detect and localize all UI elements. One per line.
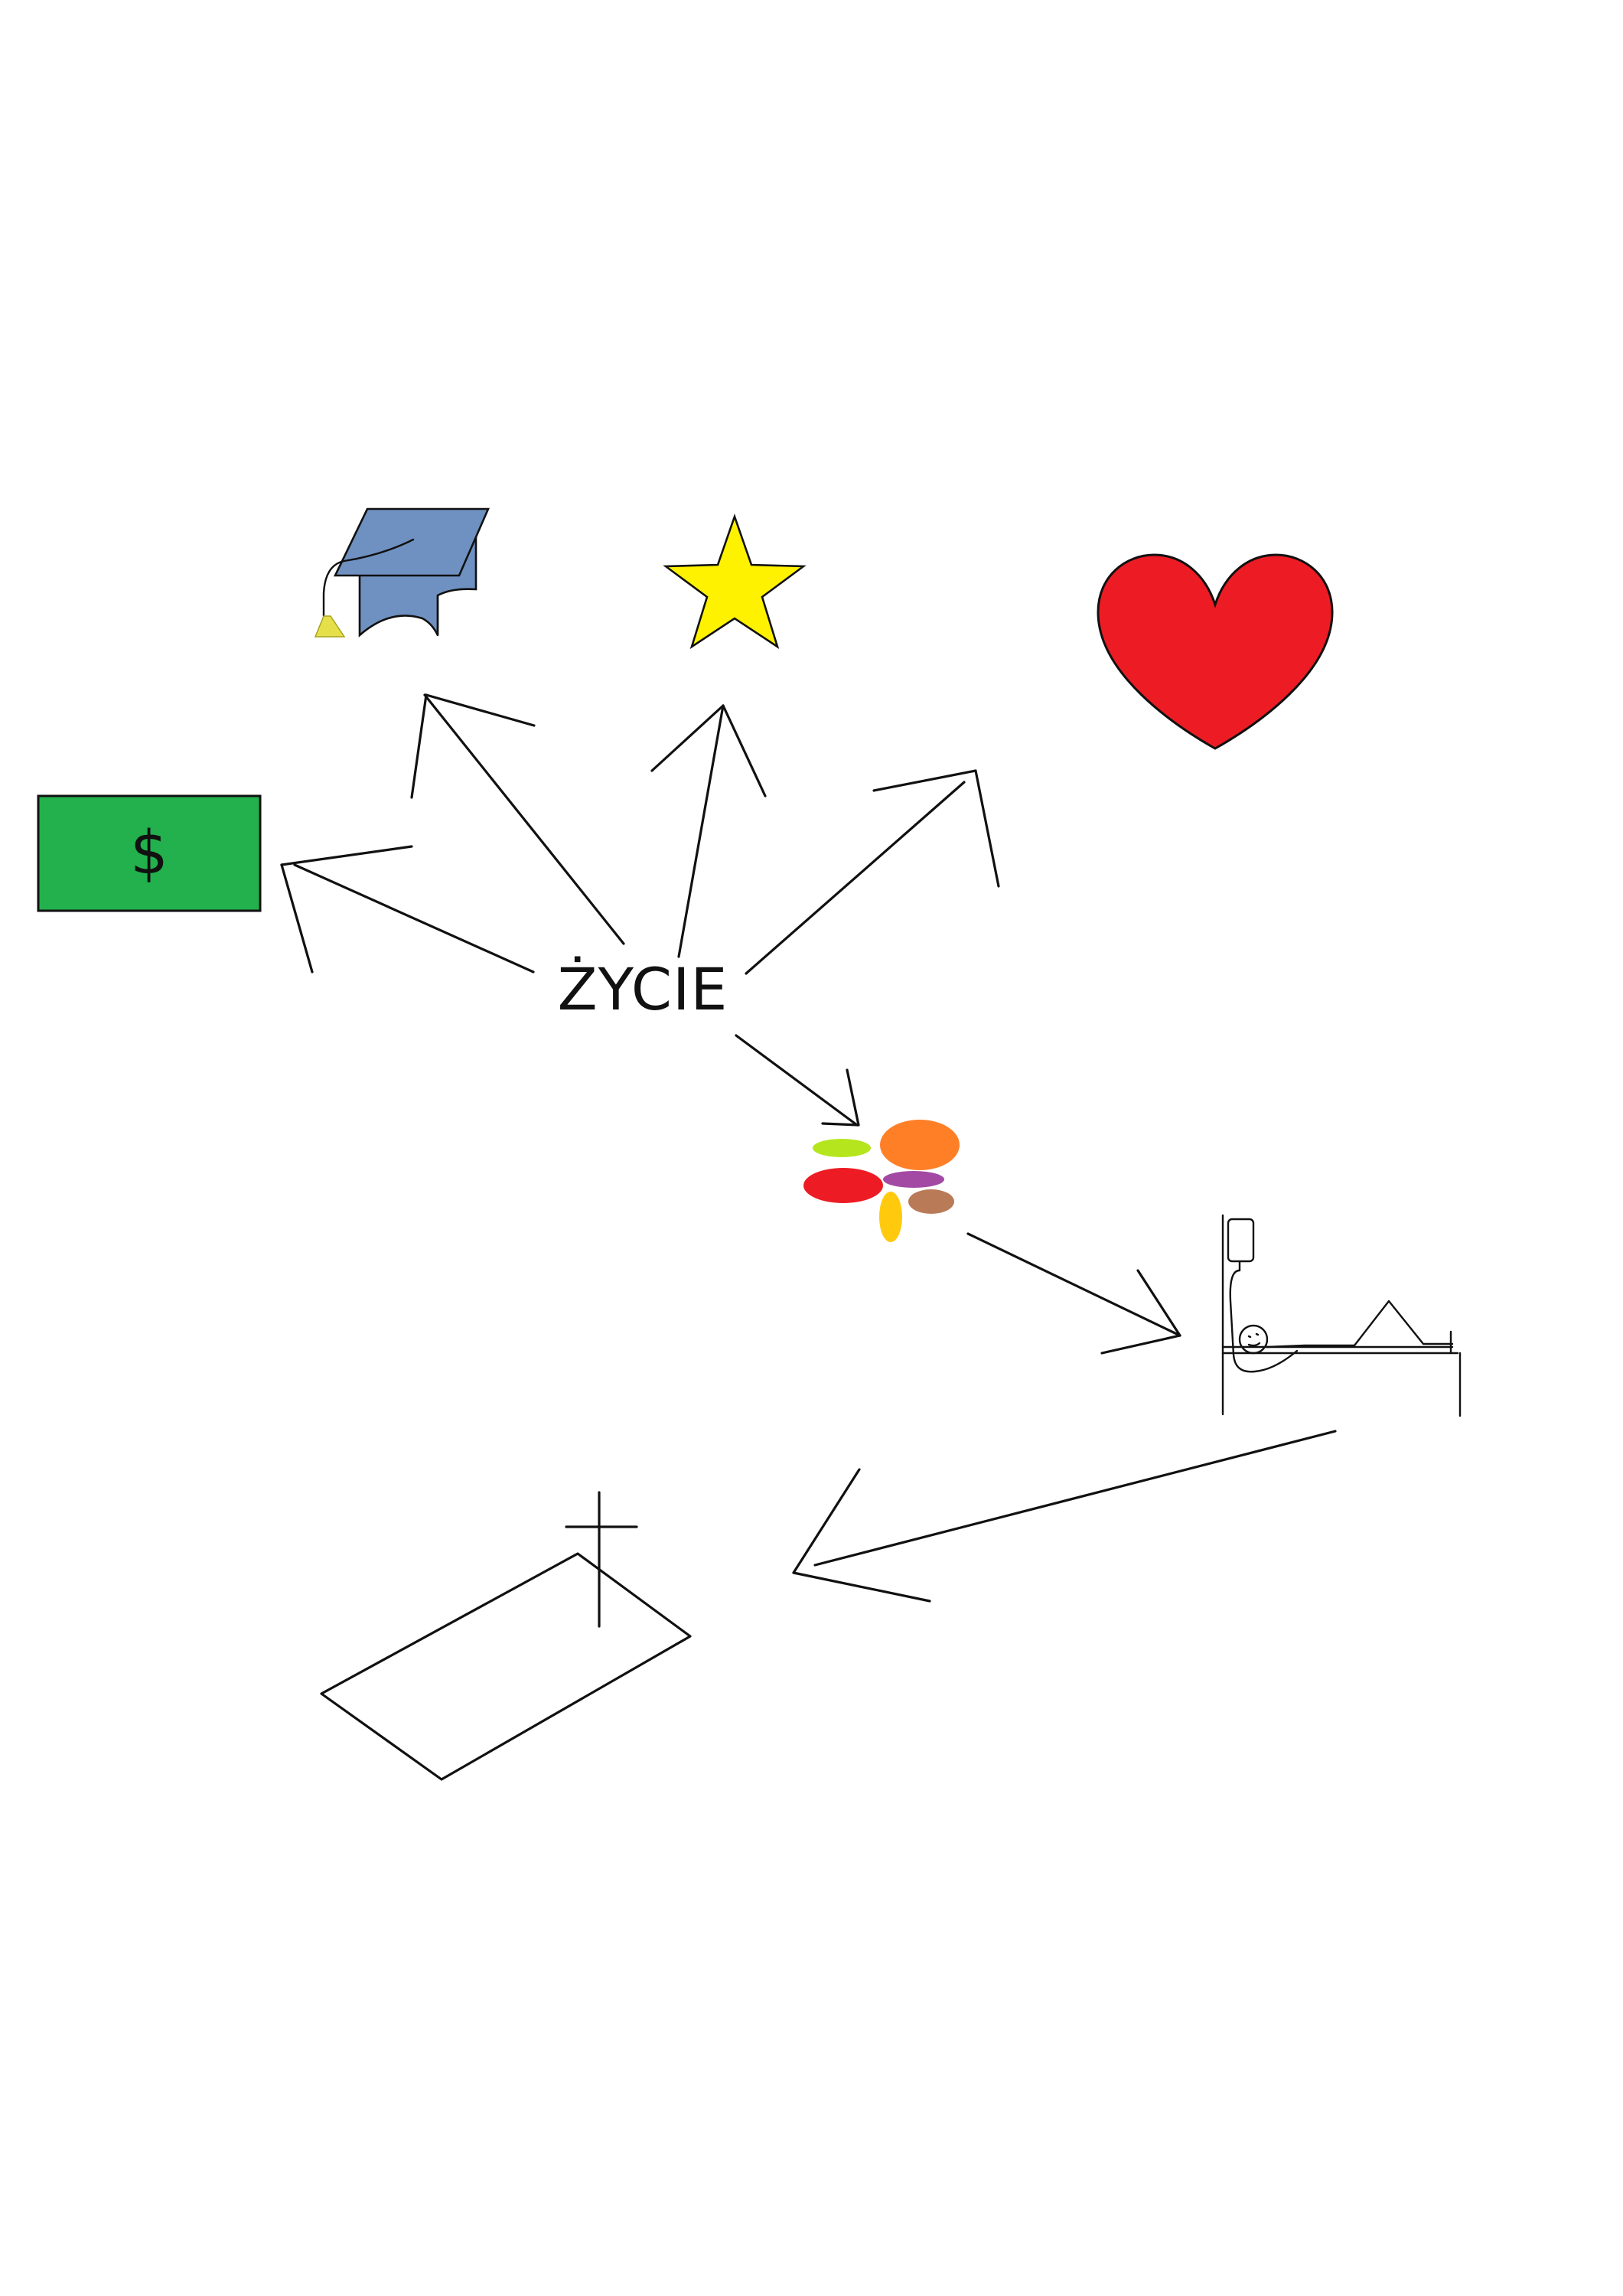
pills-icon <box>803 1120 960 1242</box>
star-icon <box>663 514 807 650</box>
grave-icon <box>320 1491 692 1781</box>
arrow-to-money <box>280 845 535 974</box>
arrow-to-pills <box>735 1034 860 1127</box>
money-icon <box>37 794 262 912</box>
arrow-to-heart <box>745 769 1000 975</box>
money-symbol: $ <box>130 819 168 888</box>
arrow-to-graduation <box>410 693 625 945</box>
arrow-to-hospital <box>966 1232 1181 1355</box>
arrow-to-star <box>650 704 767 958</box>
heart-icon <box>1097 553 1334 750</box>
center-label: ŻYCIE <box>557 955 728 1023</box>
graduation-cap-icon <box>314 507 490 638</box>
hospital-bed-icon <box>1221 1214 1462 1417</box>
arrow-to-grave <box>792 1430 1337 1603</box>
